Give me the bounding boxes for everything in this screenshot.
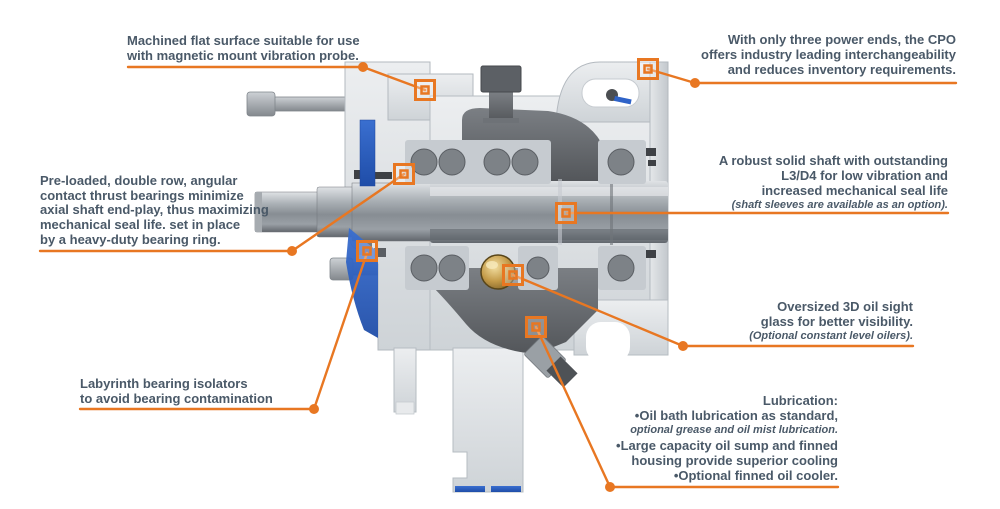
marker-labyrinth-icon <box>356 240 378 262</box>
callout-machined-flat-text: Machined flat surface suitable for use w… <box>127 33 360 63</box>
callout-lubrication-note: optional grease and oil mist lubrication… <box>630 424 838 436</box>
callout-oil-sight-glass: Oversized 3D oil sight glass for better … <box>749 299 913 344</box>
foot-pad <box>491 486 521 492</box>
top-plug <box>480 65 522 123</box>
callout-solid-shaft-text: A robust solid shaft with outstanding L3… <box>718 153 948 198</box>
marker-power-ends-icon <box>637 58 659 80</box>
marker-oil-sight-icon <box>502 264 524 286</box>
callout-solid-shaft-note: (shaft sleeves are available as an optio… <box>731 199 948 211</box>
callout-power-ends-text: With only three power ends, the CPO offe… <box>701 32 956 77</box>
callout-solid-shaft: A robust solid shaft with outstanding L3… <box>719 153 948 213</box>
bearing-balls <box>410 148 635 282</box>
foot-pad <box>455 486 485 492</box>
callout-machined-flat: Machined flat surface suitable for use w… <box>127 33 360 63</box>
callout-power-ends: With only three power ends, the CPO offe… <box>701 32 956 77</box>
leader-dots <box>287 62 700 492</box>
marker-lubrication-icon <box>525 316 547 338</box>
callout-thrust-bearings: Pre-loaded, double row, angular contact … <box>40 173 269 248</box>
callout-labyrinth-text: Labyrinth bearing isolators to avoid bea… <box>80 376 273 406</box>
callout-lubrication-line1: •Oil bath lubrication as standard, <box>634 408 838 423</box>
callout-labyrinth: Labyrinth bearing isolators to avoid bea… <box>80 376 273 406</box>
callout-thrust-bearings-text: Pre-loaded, double row, angular contact … <box>40 173 269 247</box>
oil-sight-glass <box>480 254 516 290</box>
pump-shaft <box>254 179 668 245</box>
bearings <box>405 140 646 290</box>
callout-lubrication: Lubrication: •Oil bath lubrication as st… <box>616 393 838 483</box>
callout-oil-sight-note: (Optional constant level oilers). <box>749 330 913 342</box>
callout-oil-sight-text: Oversized 3D oil sight glass for better … <box>760 299 913 329</box>
marker-thrust-bearings-icon <box>393 163 415 185</box>
callout-lubrication-title: Lubrication: <box>762 393 838 408</box>
callout-lubrication-line2: •Large capacity oil sump and finned hous… <box>616 438 838 483</box>
marker-machined-flat-icon <box>414 79 436 101</box>
marker-solid-shaft-icon <box>555 202 577 224</box>
